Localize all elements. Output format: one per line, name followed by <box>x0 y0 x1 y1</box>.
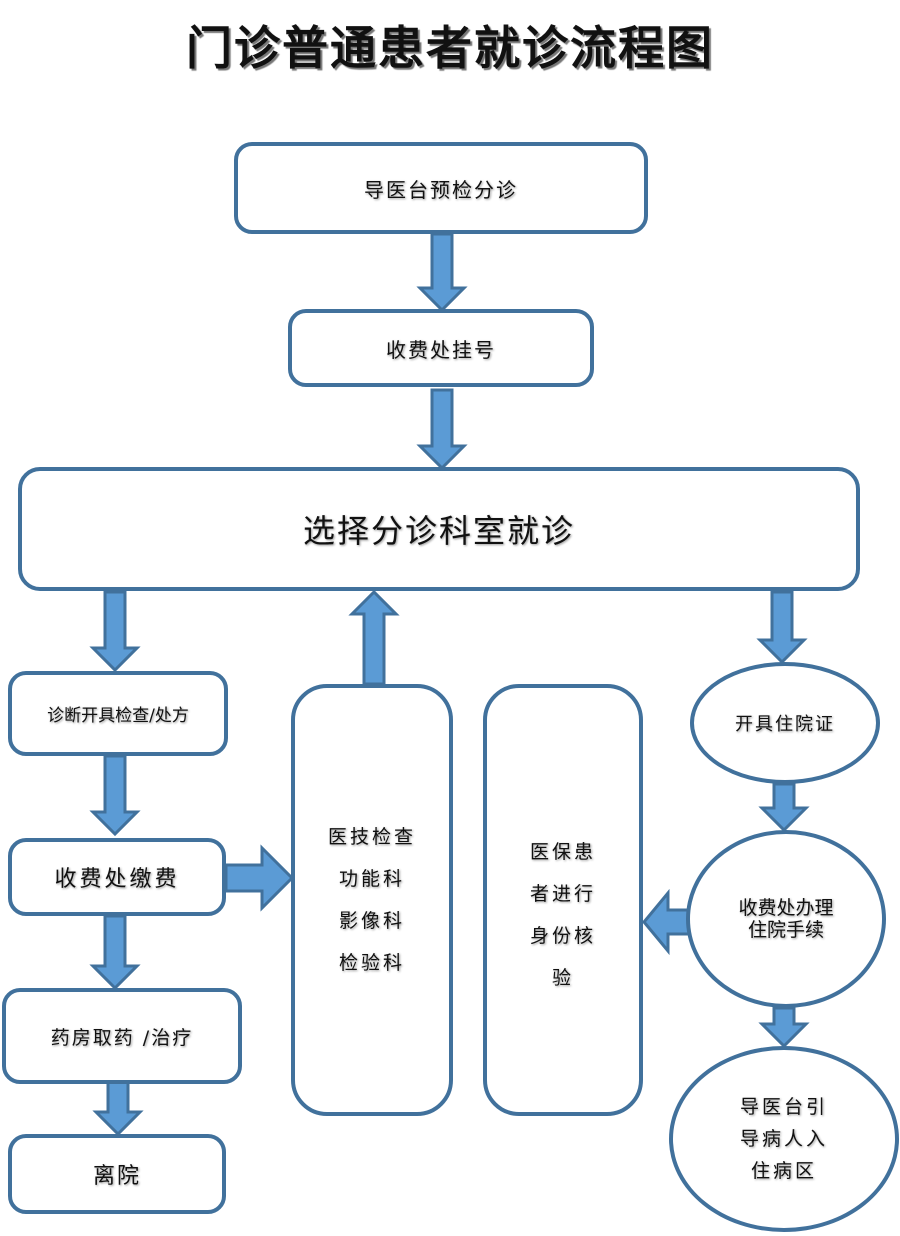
node-ward-guide: 导医台引 导病人入 住病区 <box>669 1046 899 1232</box>
node-diagnosis-label: 诊断开具检查/处方 <box>47 706 189 726</box>
node-insurance-line: 身份核 <box>529 925 596 947</box>
arrow-down-admission-cert <box>756 590 808 665</box>
arrow-down-diagnosis <box>89 590 141 673</box>
node-admission-proc: 收费处办理 住院手续 <box>686 830 886 1008</box>
node-registration: 收费处挂号 <box>288 309 594 387</box>
arrow-down-registration <box>416 388 468 471</box>
node-select-department: 选择分诊科室就诊 <box>18 467 860 591</box>
node-insurance-line: 医保患 <box>529 841 596 863</box>
node-payment: 收费处缴费 <box>8 838 226 916</box>
node-medtech-line: 功能科 <box>338 868 405 890</box>
arrow-up-select <box>348 589 400 686</box>
node-insurance-line: 者进行 <box>529 883 596 905</box>
node-medtech-line: 影像科 <box>338 910 405 932</box>
arrow-right-medtech <box>224 844 295 912</box>
node-pharmacy: 药房取药 /治疗 <box>2 988 242 1084</box>
node-triage: 导医台预检分诊 <box>234 142 648 234</box>
arrow-down-payment <box>89 754 141 837</box>
node-insurance-line: 验 <box>551 967 574 989</box>
node-medtech-line: 医技检查 <box>327 826 416 848</box>
node-medtech-line: 检验科 <box>338 952 405 974</box>
node-insurance: 医保患 者进行 身份核 验 <box>483 684 643 1116</box>
node-triage-label: 导医台预检分诊 <box>364 177 518 202</box>
node-ward-guide-line: 住病区 <box>750 1160 817 1182</box>
node-discharge: 离院 <box>8 1134 226 1214</box>
page-title: 门诊普通患者就诊流程图 <box>186 21 714 75</box>
node-admission-cert-label: 开具住院证 <box>735 714 835 735</box>
node-ward-guide-line: 导病人入 <box>739 1128 828 1150</box>
node-select-department-label: 选择分诊科室就诊 <box>302 512 575 550</box>
node-payment-label: 收费处缴费 <box>54 867 180 892</box>
node-discharge-label: 离院 <box>92 1164 141 1189</box>
node-ward-guide-line: 导医台引 <box>739 1096 828 1118</box>
node-pharmacy-label: 药房取药 /治疗 <box>50 1026 194 1049</box>
arrow-down-ward <box>758 1006 810 1049</box>
arrow-down-admission-proc <box>758 782 810 833</box>
arrow-left-insurance <box>642 888 692 956</box>
node-admission-proc-line: 住院手续 <box>747 919 824 941</box>
node-admission-cert: 开具住院证 <box>690 662 880 784</box>
node-admission-proc-line: 收费处办理 <box>738 897 834 919</box>
arrow-down-pharmacy <box>89 914 141 991</box>
arrow-down-triage <box>416 232 468 313</box>
node-medtech: 医技检查 功能科 影像科 检验科 <box>291 684 453 1116</box>
node-registration-label: 收费处挂号 <box>386 337 496 362</box>
node-diagnosis: 诊断开具检查/处方 <box>8 671 228 756</box>
